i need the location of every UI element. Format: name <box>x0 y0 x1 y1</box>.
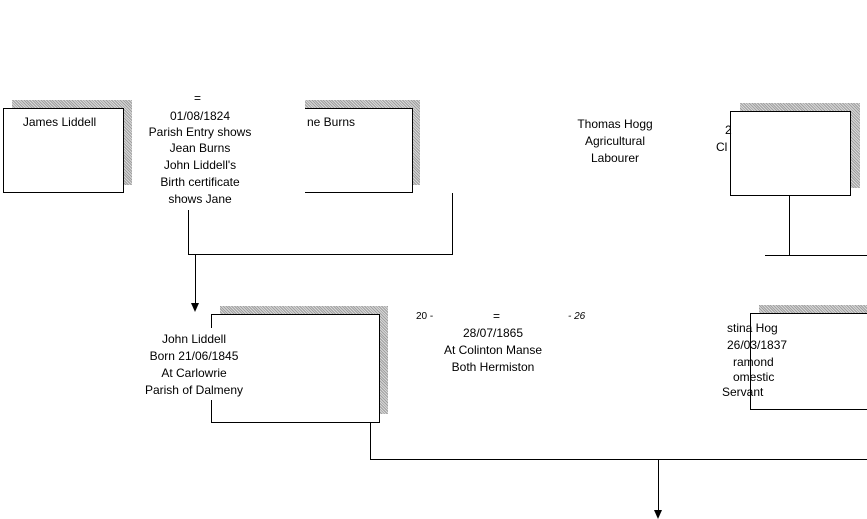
right-parent-box <box>730 111 851 196</box>
james-liddell-name: James Liddell <box>22 115 97 129</box>
marriage1-note-line: shows Jane <box>168 192 232 206</box>
marriage1-note-bg <box>135 88 305 210</box>
christina-hogg-line: ramond <box>733 355 774 369</box>
john-down-line <box>370 423 371 460</box>
christina-hogg-line: omestic <box>733 370 775 384</box>
john-text-bg <box>135 328 253 400</box>
right-partial-text: Cl <box>716 140 728 154</box>
marriage1-note-line: John Liddell's <box>163 158 237 172</box>
marriage2-equals: = <box>493 309 501 323</box>
children-descent-line <box>658 459 659 510</box>
marriage1-equals: = <box>193 91 201 105</box>
jean-burns-name: ne Burns <box>307 115 356 129</box>
john-liddell-line: At Carlowrie <box>161 366 227 380</box>
marriage2-place: At Colinton Manse <box>443 343 543 357</box>
marriage1-note-line: Birth certificate <box>160 175 240 189</box>
john-liddell-line: Born 21/06/1845 <box>149 349 239 363</box>
john-liddell-line: John Liddell <box>161 332 227 346</box>
marriage2-left-age: 20 - <box>416 311 434 322</box>
child-line-1 <box>188 200 189 255</box>
couple-join-line <box>370 459 867 460</box>
john-arrow-head <box>191 303 199 312</box>
christina-hogg-line: Servant <box>722 385 764 399</box>
thomas-hogg-line: Labourer <box>590 151 640 165</box>
thomas-hogg-line: Agricultural <box>584 134 646 148</box>
john-descent-line <box>195 254 196 304</box>
children-arrow-head <box>654 510 662 519</box>
james-liddell-box <box>3 108 124 193</box>
jean-drop-line <box>452 193 453 255</box>
right-parent-drop-line <box>789 196 790 256</box>
marriage2-right-age: - 26 <box>568 311 586 322</box>
marriage1-note-line: Parish Entry shows <box>148 125 252 139</box>
marriage1-note-line: Jean Burns <box>169 141 231 155</box>
marriage2-residence: Both Hermiston <box>451 360 535 374</box>
right-parents-join-line <box>765 255 867 256</box>
parents-join-line <box>188 254 453 255</box>
right-partial-text: 2 <box>725 123 732 137</box>
marriage1-date: 01/08/1824 <box>169 109 231 123</box>
marriage2-date: 28/07/1865 <box>462 326 524 340</box>
jean-burns-box <box>292 108 413 193</box>
christina-hogg-box <box>750 313 867 410</box>
john-liddell-line: Parish of Dalmeny <box>144 383 244 397</box>
christina-hogg-line: stina Hog <box>727 321 778 335</box>
thomas-hogg-line: Thomas Hogg <box>577 117 653 131</box>
christina-hogg-line: 26/03/1837 <box>727 338 788 352</box>
